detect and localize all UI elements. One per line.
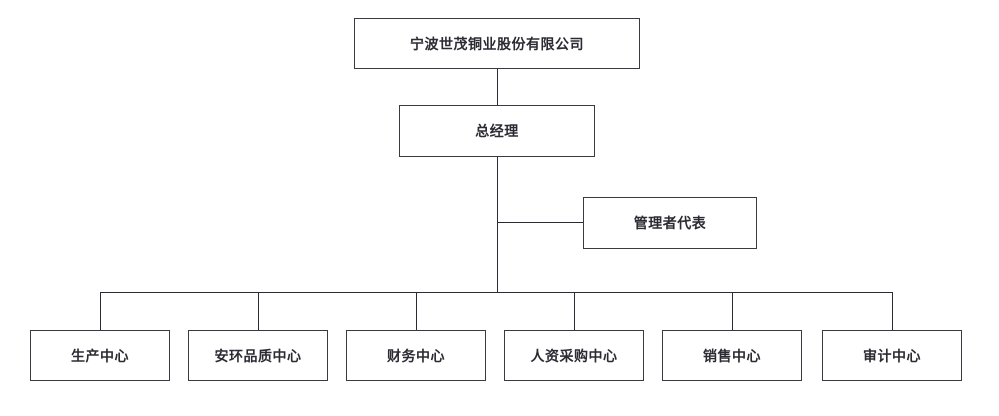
- node-hr-procurement-center: 人资采购中心: [504, 330, 644, 381]
- node-company-label: 宁波世茂铜业股份有限公司: [410, 35, 584, 52]
- node-production-center-label: 生产中心: [71, 347, 129, 364]
- connector-to-management-representative: [497, 222, 583, 223]
- node-finance-center: 财务中心: [346, 330, 486, 381]
- connector-drop-sales-center: [732, 292, 733, 330]
- node-finance-center-label: 财务中心: [387, 347, 445, 364]
- connector-department-bus: [100, 292, 892, 293]
- node-safety-env-quality-center-label: 安环品质中心: [214, 347, 302, 364]
- node-management-representative: 管理者代表: [583, 197, 757, 249]
- connector-drop-hr-procurement-center: [574, 292, 575, 330]
- node-hr-procurement-center-label: 人资采购中心: [530, 347, 618, 364]
- connector-drop-safety-env-quality-center: [258, 292, 259, 330]
- node-company: 宁波世茂铜业股份有限公司: [354, 18, 640, 69]
- node-management-representative-label: 管理者代表: [633, 215, 707, 231]
- node-audit-center: 审计中心: [822, 330, 962, 381]
- node-audit-center-label: 审计中心: [863, 347, 921, 364]
- node-safety-env-quality-center: 安环品质中心: [188, 330, 328, 381]
- node-production-center: 生产中心: [30, 330, 170, 381]
- connector-drop-production-center: [100, 292, 101, 330]
- node-general-manager: 总经理: [399, 105, 595, 157]
- node-general-manager-label: 总经理: [475, 123, 519, 139]
- node-sales-center-label: 销售中心: [703, 347, 761, 364]
- connector-company-to-general-manager: [497, 69, 498, 105]
- node-sales-center: 销售中心: [662, 330, 802, 381]
- connector-drop-finance-center: [416, 292, 417, 330]
- connector-general-manager-trunk: [497, 157, 498, 292]
- connector-drop-audit-center: [892, 292, 893, 330]
